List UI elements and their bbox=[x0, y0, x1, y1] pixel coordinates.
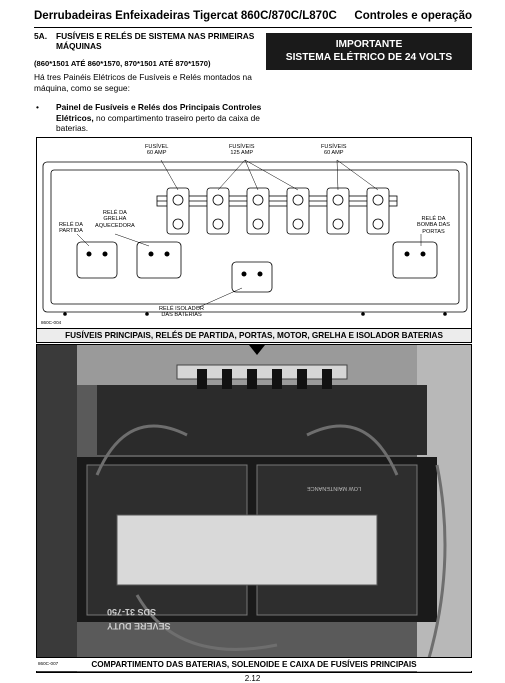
label-fuses-125: FUSÍVEIS 125 AMP bbox=[229, 144, 255, 157]
fuse-row bbox=[166, 187, 390, 235]
bullet-rest: no compartimento traseiro perto da caixa… bbox=[56, 112, 260, 134]
grid-relay bbox=[136, 241, 182, 279]
bullet-item: Painel de Fusíveis e Relés dos Principai… bbox=[56, 102, 271, 134]
label-pump-relay: RELÉ DA BOMBA DAS PORTAS bbox=[417, 216, 450, 235]
label-isolator-relay: RELÉ ISOLADOR DAS BATERIAS bbox=[159, 306, 205, 319]
page-number: 2.12 bbox=[244, 674, 261, 683]
photo-code: 860C-007 bbox=[38, 661, 59, 666]
panel-drawing bbox=[42, 159, 468, 316]
intro-paragraph: Há tres Painéis Elétricos de Fusíveis e … bbox=[34, 72, 252, 93]
section-title: FUSÍVEIS E RELÉS DE SISTEMA NAS PRIMEIRA… bbox=[56, 31, 255, 51]
diagram-code: 860C-004 bbox=[41, 320, 62, 325]
model-range: (860*1501 ATÉ 860*1570, 870*1501 ATÉ 870… bbox=[34, 59, 211, 68]
pump-relay bbox=[392, 241, 438, 279]
label-fuse-60a: FUSÍVEL 60 AMP bbox=[145, 144, 169, 157]
label-fuses-60: FUSÍVEIS 60 AMP bbox=[321, 144, 347, 157]
battery-brand: SEVERE DUTY bbox=[107, 621, 171, 631]
fuse-relay-diagram: FUSÍVEL 60 AMP FUSÍVEIS 125 AMP FUSÍVEIS… bbox=[36, 137, 472, 329]
label-grid-relay: RELÉ DA GRELHA AQUECEDORA bbox=[95, 210, 135, 229]
important-heading: IMPORTANTE bbox=[335, 39, 403, 50]
photo-render bbox=[37, 345, 471, 672]
manual-title: Derrubadeiras Enfeixadeiras Tigercat 860… bbox=[34, 10, 337, 22]
isolator-relay bbox=[231, 261, 273, 293]
bullet-icon: • bbox=[36, 102, 39, 112]
battery-note: LOW MAINTENANCE bbox=[307, 485, 362, 491]
start-relay bbox=[76, 241, 118, 279]
photo-caption: COMPARTIMENTO DAS BATERIAS, SOLENOIDE E … bbox=[36, 657, 472, 671]
diagram-caption: FUSÍVEIS PRINCIPAIS, RELÉS DE PARTIDA, P… bbox=[36, 329, 472, 343]
important-notice: IMPORTANTE SISTEMA ELÉTRICO DE 24 VOLTS bbox=[266, 33, 472, 70]
battery-model: SDS 31-750 bbox=[107, 607, 157, 617]
page-header: Derrubadeiras Enfeixadeiras Tigercat 860… bbox=[34, 10, 472, 28]
important-voltage: SISTEMA ELÉTRICO DE 24 VOLTS bbox=[285, 52, 453, 63]
label-start-relay: RELÉ DA PARTIDA bbox=[59, 222, 83, 235]
battery-compartment-photo: SEVERE DUTY SDS 31-750 LOW MAINTENANCE bbox=[36, 344, 472, 673]
bullet-bold: Painel de Fusíveis e Relés dos Principai… bbox=[56, 102, 262, 123]
section-name: Controles e operação bbox=[354, 10, 472, 22]
section-number: 5A. bbox=[34, 31, 48, 41]
